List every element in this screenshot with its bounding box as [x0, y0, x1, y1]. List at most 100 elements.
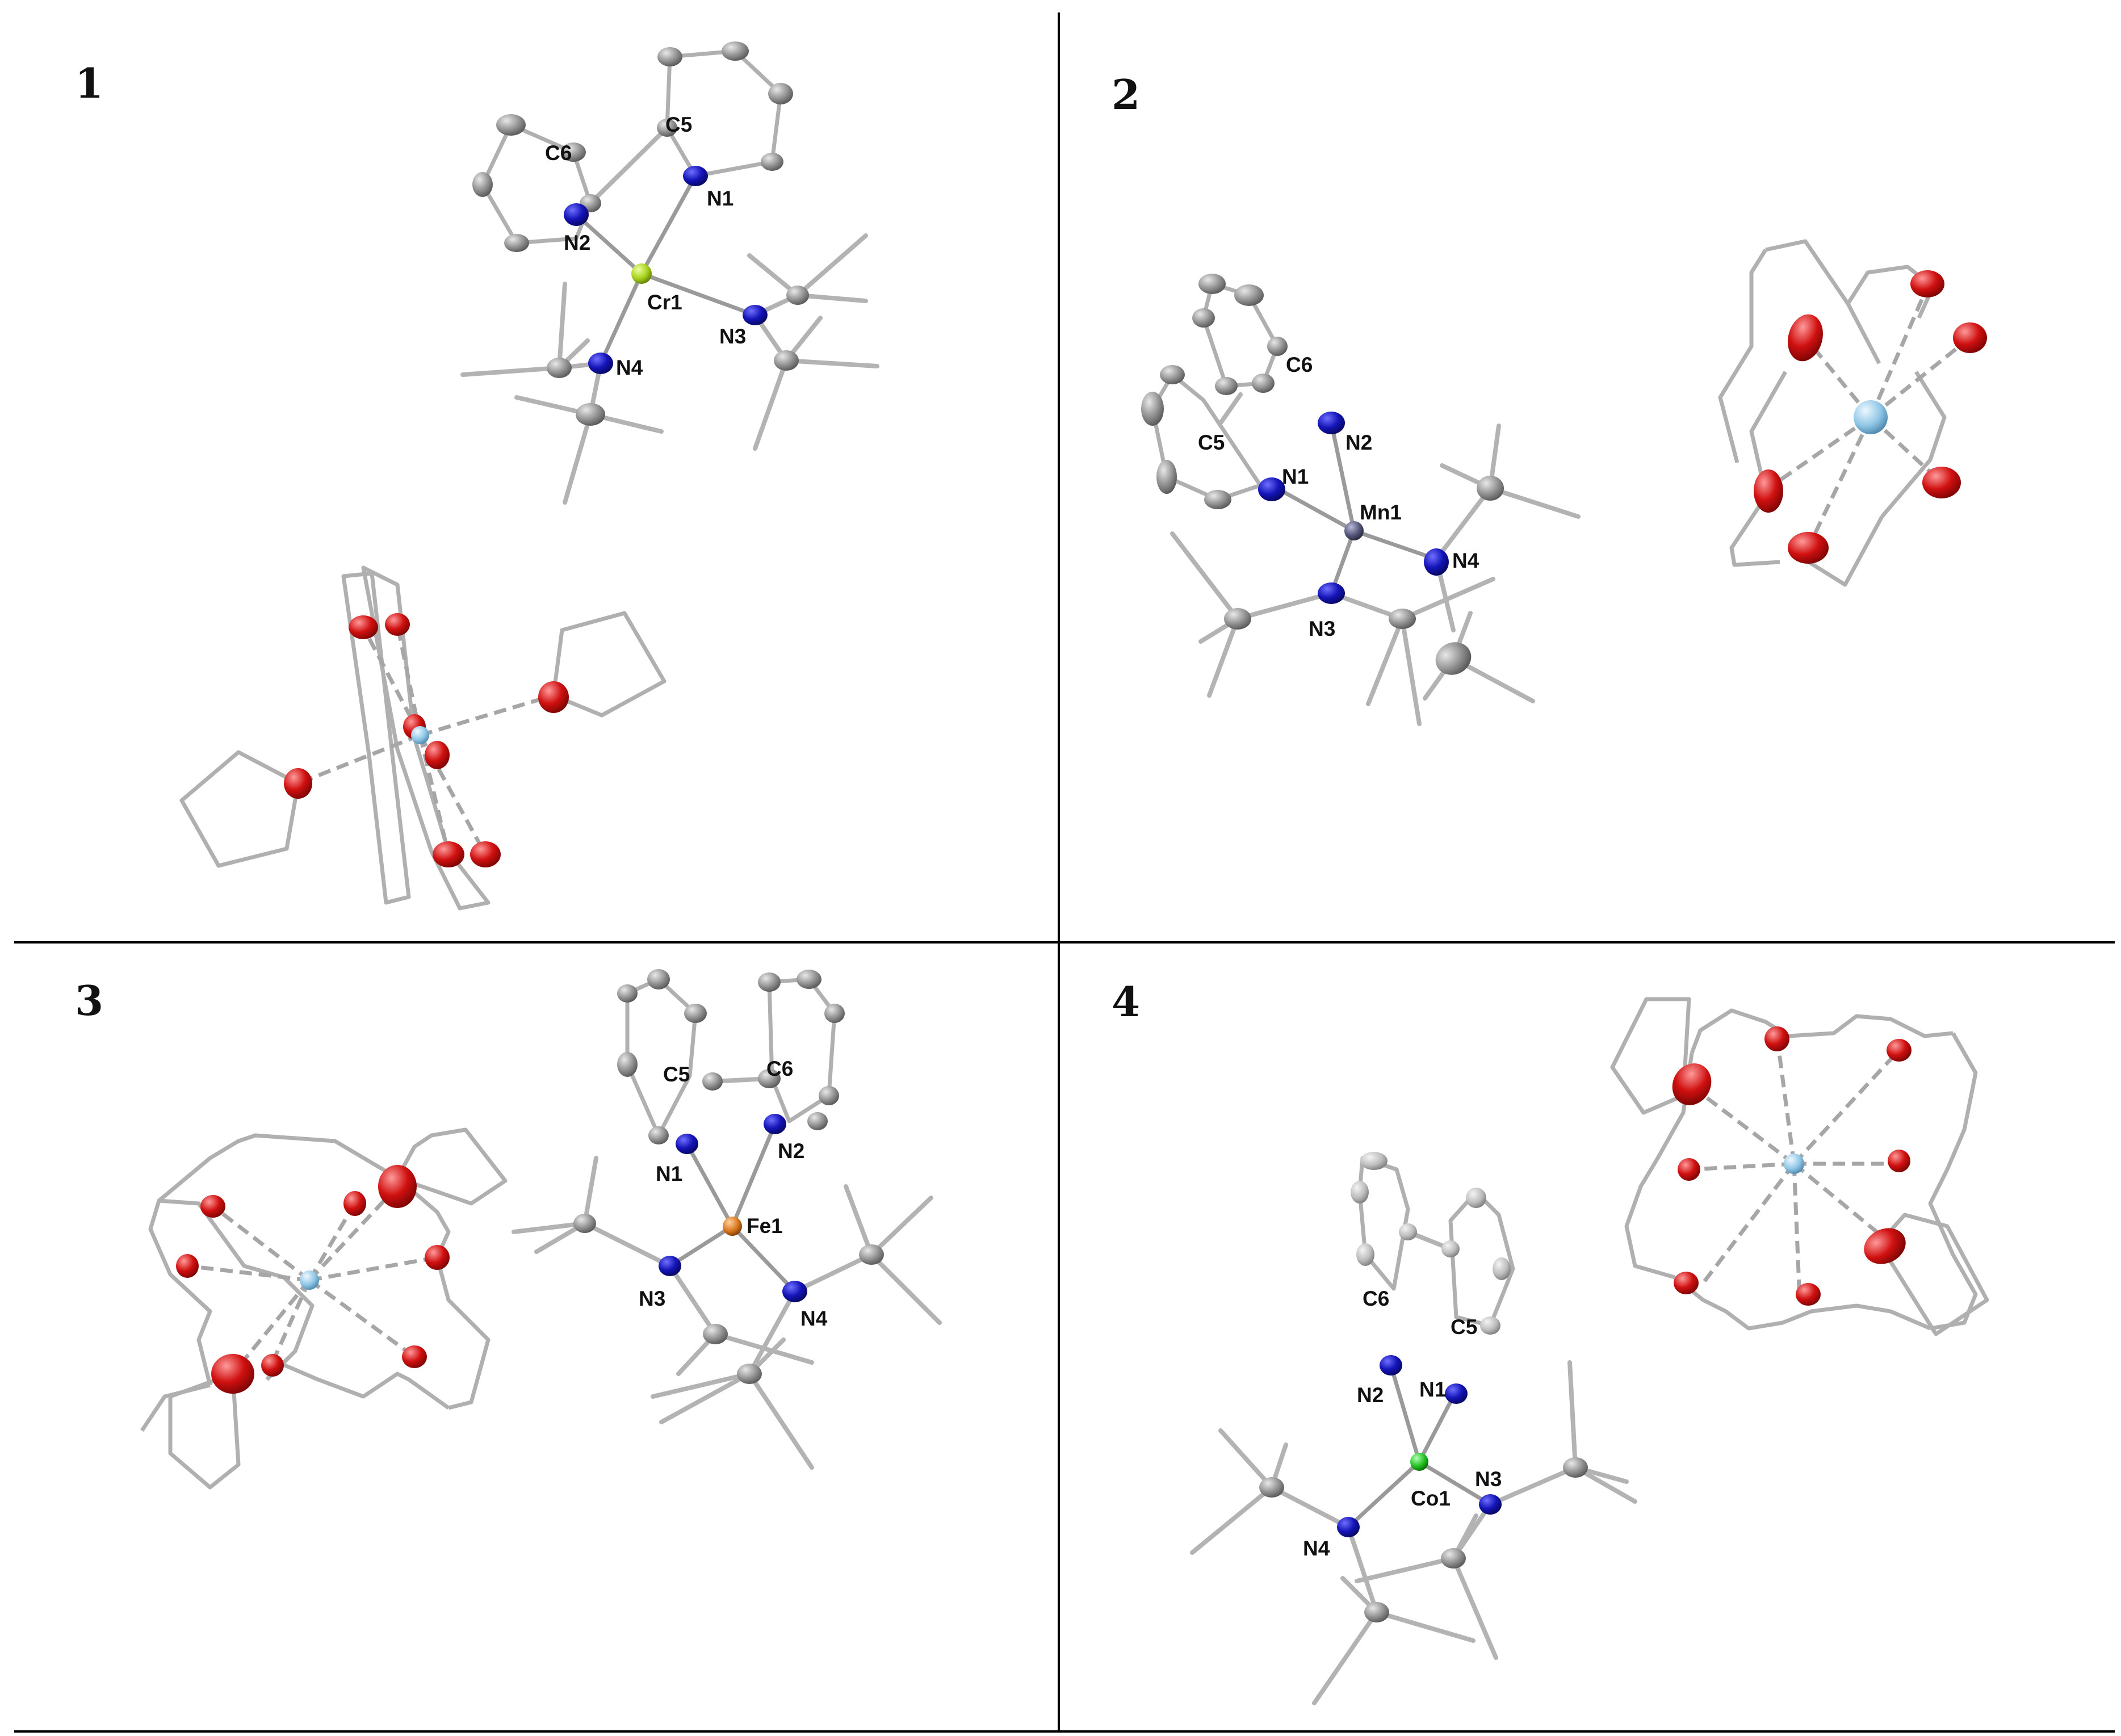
k-o-contact — [1767, 416, 1872, 490]
label-c5: C5 — [665, 113, 692, 136]
n4-methyl-bond — [747, 1372, 814, 1470]
n3-methyl-bond — [1400, 577, 1495, 621]
nitrogen-n1 — [676, 1134, 698, 1154]
nitrogen-n3 — [1479, 1494, 1502, 1515]
carbon-atom — [496, 114, 526, 136]
nitrogen-n2 — [1318, 412, 1345, 434]
n3-ch-bond — [582, 1221, 672, 1268]
label-n1: N1 — [1419, 1378, 1446, 1401]
n4-methyl-bond — [1488, 486, 1581, 519]
bond-mn1-n3 — [1329, 529, 1356, 596]
carbon-atom — [657, 119, 677, 137]
carbon-atom — [647, 969, 670, 989]
panel-3: 3 — [75, 969, 942, 1490]
carbon-atom — [768, 83, 793, 104]
oxygen-atom — [1910, 270, 1944, 297]
n4-methyl-bond — [563, 412, 593, 505]
nitrogen-n3 — [743, 305, 768, 325]
cobalt-atom — [1410, 1453, 1428, 1471]
oxygen-atom — [378, 1165, 417, 1208]
carbon-atom — [472, 172, 493, 197]
thf-ring — [551, 611, 667, 718]
oxygen-atom — [1788, 532, 1829, 564]
oxygen-atom — [284, 768, 312, 799]
carbon-atom — [657, 47, 682, 66]
label-cr1: Cr1 — [647, 291, 682, 314]
label-n1: N1 — [1282, 465, 1309, 488]
k-o-contact — [1792, 1049, 1901, 1165]
k-o-contact — [1691, 1161, 1795, 1172]
oxygen-atom — [425, 1245, 450, 1270]
n4-methyl-bond — [651, 1372, 752, 1399]
k-o-contact — [308, 1185, 399, 1282]
label-c5: C5 — [1451, 1315, 1477, 1339]
carbon-atom — [561, 142, 586, 162]
crown-ether-strand — [157, 1133, 399, 1202]
carbon-atom — [1356, 1243, 1374, 1266]
n3-methyl-bond — [1355, 1556, 1456, 1583]
nitrogen-n2 — [764, 1114, 786, 1134]
oxygen-atom — [402, 1345, 427, 1368]
co-complex: C6 C5 N2 N1 N3 Co1 N4 — [1190, 1152, 1637, 1705]
carbon-atom — [703, 1324, 728, 1344]
n3-methyl-bond — [795, 233, 868, 297]
n3-ch-bond — [1488, 1465, 1578, 1507]
label-n1: N1 — [707, 187, 733, 210]
oxygen-atom — [176, 1254, 199, 1278]
nitrogen-n4 — [1424, 548, 1449, 576]
bond-co1-n3 — [1417, 1460, 1493, 1507]
k-o-contact — [1775, 1035, 1796, 1164]
carbon-atom — [1477, 476, 1504, 501]
carbon-atom — [758, 1069, 781, 1088]
oxygen-atom — [1672, 1063, 1712, 1105]
panel-1: 1 — [75, 41, 879, 911]
nitrogen-n4 — [782, 1281, 807, 1302]
carbon-atom — [617, 1052, 638, 1077]
oxygen-atom — [1754, 469, 1783, 513]
panel-number-2: 2 — [1112, 70, 1140, 119]
label-n2: N2 — [564, 231, 590, 254]
n4-methyl-bond — [659, 1372, 752, 1424]
carbon-atom — [786, 286, 809, 305]
carbon-atom — [1156, 460, 1177, 494]
potassium-crown-ether-thf — [140, 1127, 508, 1490]
nitrogen-n3 — [1318, 582, 1345, 604]
oxygen-atom — [211, 1354, 254, 1394]
n4-ch-bond — [793, 1252, 874, 1294]
bond-cr1-n4 — [598, 271, 644, 366]
carbon-atom — [824, 1004, 845, 1023]
bond-n1-co1 — [1417, 1389, 1458, 1464]
k-o-contact — [270, 1279, 312, 1364]
n4-methyl-bond — [869, 1196, 933, 1257]
crown-ether-strand — [1718, 249, 1767, 463]
bond-n2-cr1 — [574, 212, 644, 276]
label-n3: N3 — [1475, 1467, 1502, 1491]
label-c6: C6 — [1286, 353, 1313, 376]
carbon-atom — [1192, 308, 1215, 328]
label-co1: Co1 — [1411, 1487, 1451, 1510]
nitrogen-n2 — [564, 203, 589, 226]
nitrogen-n3 — [659, 1256, 681, 1276]
carbon-atom — [1364, 1602, 1389, 1622]
n3-methyl-bond — [795, 293, 868, 303]
carbon-atom — [797, 970, 821, 989]
label-n3: N3 — [719, 325, 746, 348]
n3-methyl-bond — [582, 1156, 598, 1226]
oxygen-atom — [1796, 1283, 1821, 1306]
k-o-contact — [187, 1264, 310, 1282]
carbon-atom — [1441, 1548, 1466, 1569]
k-o-contact — [420, 693, 554, 737]
carbon-atom — [617, 984, 638, 1003]
carbon-atom — [1351, 1181, 1369, 1204]
n4-methyl-bond — [844, 1184, 874, 1257]
n3-methyl-bond — [1400, 617, 1422, 726]
n4-methyl-bond — [869, 1252, 942, 1325]
label-n4: N4 — [1303, 1537, 1330, 1560]
potassium-crown-ether — [1718, 239, 1987, 587]
k-o-contact — [1701, 1162, 1796, 1285]
label-c6: C6 — [1363, 1287, 1389, 1310]
n3-methyl-bond — [1567, 1360, 1578, 1470]
bond-n2-co1 — [1389, 1363, 1422, 1464]
